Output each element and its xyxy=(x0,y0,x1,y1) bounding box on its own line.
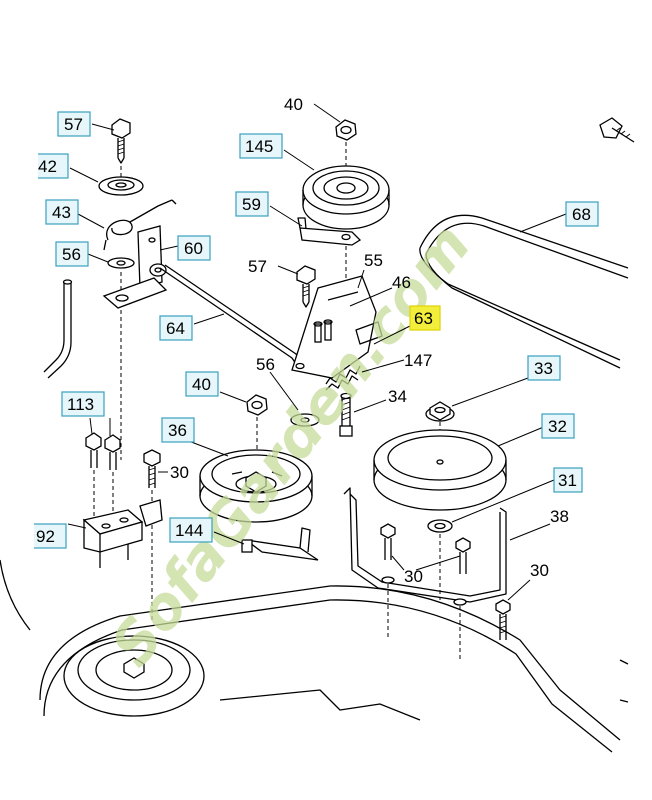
idler-pulley-145 xyxy=(302,165,390,230)
callout-144: 144 xyxy=(169,517,213,543)
svg-text:59: 59 xyxy=(242,195,261,214)
svg-text:68: 68 xyxy=(572,205,591,224)
svg-text:145: 145 xyxy=(245,137,273,156)
svg-text:63: 63 xyxy=(414,309,433,328)
washer-56-mid xyxy=(290,413,320,427)
pulley-32 xyxy=(373,429,507,511)
svg-text:56: 56 xyxy=(62,245,81,264)
bolt-57-top xyxy=(111,118,131,164)
nut-33 xyxy=(425,401,455,440)
svg-text:55: 55 xyxy=(364,251,383,270)
mower-deck xyxy=(0,559,629,753)
edge-mask-bottom xyxy=(0,520,34,552)
callout-34: 34 xyxy=(388,387,407,406)
svg-text:56: 56 xyxy=(256,355,275,374)
nut-40-top xyxy=(335,119,357,168)
svg-text:46: 46 xyxy=(392,273,411,292)
callout-56-left: 56 xyxy=(55,241,89,267)
callout-64: 64 xyxy=(159,315,193,341)
bolt-30-center xyxy=(143,449,161,620)
svg-text:147: 147 xyxy=(404,351,432,370)
bolts-113 xyxy=(85,432,121,520)
svg-text:57: 57 xyxy=(248,257,267,276)
callout-40-mid: 40 xyxy=(185,371,219,397)
bracket-60 xyxy=(102,225,168,460)
left-rod xyxy=(43,279,73,379)
callout-43: 43 xyxy=(45,199,79,225)
svg-text:31: 31 xyxy=(558,471,577,490)
callout-145: 145 xyxy=(239,133,283,159)
svg-text:38: 38 xyxy=(550,507,569,526)
rod-38 xyxy=(343,487,507,603)
bolt-57-mid xyxy=(296,265,316,308)
svg-text:34: 34 xyxy=(388,387,407,406)
callout-32: 32 xyxy=(541,413,575,439)
svg-text:42: 42 xyxy=(38,157,57,176)
svg-text:40: 40 xyxy=(284,95,303,114)
callout-30-b: 30 xyxy=(404,567,423,586)
svg-text:92: 92 xyxy=(36,527,55,546)
svg-text:40: 40 xyxy=(192,375,211,394)
callout-147: 147 xyxy=(404,351,432,370)
svg-text:60: 60 xyxy=(184,239,203,258)
svg-text:30: 30 xyxy=(170,463,189,482)
callout-42: 42 xyxy=(33,153,69,179)
callout-68: 68 xyxy=(565,201,599,227)
callout-40-top: 40 xyxy=(284,95,303,114)
callout-30-c: 30 xyxy=(530,561,549,580)
callout-31: 31 xyxy=(553,467,583,493)
svg-text:30: 30 xyxy=(530,561,549,580)
callout-92: 92 xyxy=(29,523,67,549)
callout-57-mid: 57 xyxy=(248,257,267,276)
callout-59: 59 xyxy=(235,191,269,217)
bolt-top-right xyxy=(599,117,635,143)
spring-147 xyxy=(325,365,361,391)
svg-text:144: 144 xyxy=(175,521,203,540)
spring-43 xyxy=(103,199,177,251)
bolts-30-right xyxy=(380,523,511,660)
bracket-144 xyxy=(241,527,319,561)
svg-text:36: 36 xyxy=(168,421,187,440)
callout-63: 63 xyxy=(409,305,441,331)
svg-text:43: 43 xyxy=(52,203,71,222)
callout-38: 38 xyxy=(550,507,569,526)
bracket-92 xyxy=(82,499,163,568)
svg-text:33: 33 xyxy=(534,359,553,378)
washer-42 xyxy=(98,166,144,196)
leader-lines xyxy=(67,103,567,601)
svg-text:32: 32 xyxy=(548,417,567,436)
svg-text:113: 113 xyxy=(67,395,94,414)
callout-57-top: 57 xyxy=(57,111,91,137)
edge-mask-top xyxy=(0,150,38,180)
callout-30-a: 30 xyxy=(170,463,189,482)
callout-60: 60 xyxy=(177,235,211,261)
callout-36: 36 xyxy=(161,417,195,443)
callout-labels: 40 57 145 42 43 59 68 xyxy=(29,95,599,586)
callout-113: 113 xyxy=(61,391,105,417)
pulley-36 xyxy=(199,449,313,523)
belt-68 xyxy=(419,214,629,369)
svg-text:30: 30 xyxy=(404,567,423,586)
washer-56-left xyxy=(107,257,135,269)
spacer-31 xyxy=(427,519,453,600)
parts-artwork xyxy=(0,117,635,753)
bolt-34 xyxy=(339,392,353,437)
callout-56-mid: 56 xyxy=(256,355,275,374)
callout-55: 55 xyxy=(364,251,383,270)
callout-33: 33 xyxy=(527,355,561,381)
svg-text:64: 64 xyxy=(166,319,185,338)
svg-text:57: 57 xyxy=(64,115,83,134)
callout-46: 46 xyxy=(392,273,411,292)
